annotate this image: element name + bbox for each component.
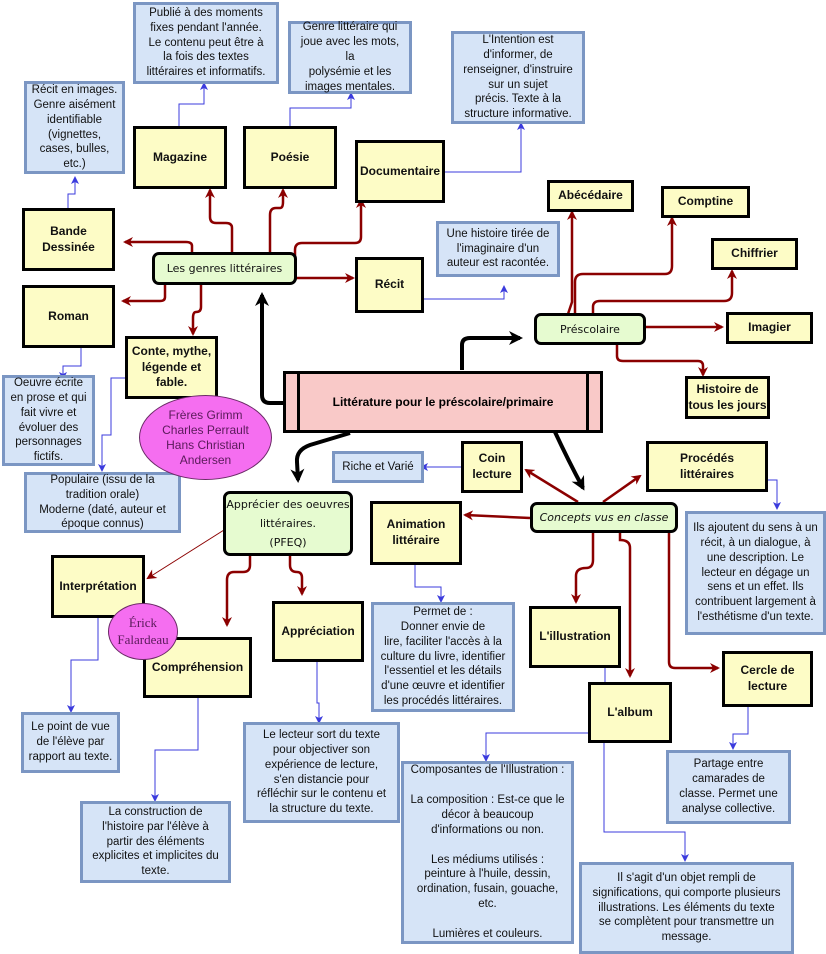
link-cercle-note (729, 706, 749, 750)
concept-chiffrier[interactable]: Chiffrier (711, 238, 798, 270)
arrow-genres-roman (121, 285, 167, 306)
arrow-concepts-cercle (667, 532, 720, 673)
concept-animation[interactable]: Animation littéraire (370, 501, 462, 565)
concept-bande-dessinee[interactable]: Bande Dessinée (22, 208, 115, 271)
link-magazine-note (178, 82, 208, 126)
concept-imagier[interactable]: Imagier (726, 312, 813, 344)
arrow-prescolaire-comptine (573, 216, 677, 314)
note-recit: Une histoire tirée de l'imaginaire d'un … (436, 221, 560, 277)
arrow-main-concepts (553, 431, 585, 491)
hub-apprecier[interactable]: Apprécier des oeuvres littéraires. (PFEQ… (223, 491, 353, 556)
concept-procedes[interactable]: Procédés littéraires (646, 441, 768, 492)
link-appreciation-note (315, 661, 323, 724)
note-documentaire: L'Intention est d'informer, de renseigne… (451, 31, 585, 124)
concept-histoire-jours[interactable]: Histoire de tous les jours (685, 376, 770, 419)
concept-comptine[interactable]: Comptine (661, 186, 750, 218)
arrow-apprecier-comprehension (222, 555, 252, 627)
arrow-main-genres (255, 292, 285, 405)
note-comprehension: La construction de l'histoire par l'élèv… (80, 801, 231, 883)
hub-prescolaire[interactable]: Préscolaire (534, 313, 646, 345)
note-bande-dessinee: Récit en images. Genre aisément identifi… (24, 81, 125, 174)
arrow-concepts-coin (524, 468, 579, 504)
note-album: Il s'agit d'un objet rempli de significa… (579, 862, 794, 954)
note-coin-lecture: Riche et Varié (332, 451, 424, 483)
concept-roman[interactable]: Roman (22, 285, 115, 348)
concept-coin-lecture[interactable]: Coin lecture (461, 441, 523, 493)
arrow-apprecier-interpretation (146, 529, 225, 580)
note-cercle: Partage entre camarades de classe. Perme… (666, 750, 791, 824)
arrow-main-prescolaire (460, 331, 523, 370)
note-appreciation: Le lecteur sort du texte pour objectiver… (243, 722, 400, 823)
arrow-main-apprecier (290, 431, 351, 483)
arrow-prescolaire-chiffrier (591, 269, 737, 314)
arrow-genres-bd (123, 237, 194, 252)
arrow-concepts-album (618, 532, 635, 678)
link-interpretation-note (67, 618, 99, 713)
link-documentaire-note (445, 122, 525, 173)
link-animation-note (414, 565, 445, 603)
arrow-prescolaire-abecedaire (566, 210, 577, 315)
link-recit-note (424, 285, 508, 300)
link-roman-note (59, 348, 82, 380)
authors-falardeau-ellipse: Érick Falardeau (108, 603, 178, 660)
arrow-apprecier-appreciation (288, 555, 307, 596)
concept-conte[interactable]: Conte, mythe, légende et fable. (125, 336, 218, 399)
arrow-genres-documentaire (293, 198, 366, 262)
link-poesie-note (289, 92, 355, 126)
arrow-concepts-procedes (602, 474, 642, 504)
note-poesie: Genre littéraire qui joue avec les mots,… (288, 21, 412, 94)
concept-cercle[interactable]: Cercle de lecture (722, 651, 813, 707)
concept-album[interactable]: L'album (588, 682, 672, 743)
note-procedes: Ils ajoutent du sens à un récit, à un di… (685, 511, 826, 635)
main-topic-left-bar (286, 374, 300, 430)
concept-appreciation[interactable]: Appréciation (272, 601, 364, 662)
note-magazine: Publié à des moments fixes pendant l'ann… (133, 2, 279, 84)
arrow-genres-conte (188, 285, 203, 336)
concept-documentaire[interactable]: Documentaire (355, 140, 445, 203)
concept-poesie[interactable]: Poésie (243, 126, 337, 189)
note-conte: Populaire (issu de la tradition orale) M… (24, 472, 181, 533)
arrow-concepts-illustration (571, 532, 595, 604)
link-album-note (603, 743, 689, 862)
link-conte-note (98, 377, 125, 472)
concept-illustration[interactable]: L'illustration (529, 606, 621, 668)
note-animation: Permet de : Donner envie de lire, facili… (371, 602, 515, 712)
concept-magazine[interactable]: Magazine (133, 126, 227, 189)
concept-recit[interactable]: Récit (355, 257, 424, 313)
link-comprehension-note (151, 697, 199, 802)
note-illustration: Composantes de l'Illustration : La compo… (401, 761, 574, 944)
hub-genres[interactable]: Les genres littéraires (152, 252, 297, 285)
note-interpretation: Le point de vue de l'élève par rapport a… (21, 712, 120, 773)
link-bd-note (67, 176, 79, 208)
arrow-genres-poesie (268, 188, 288, 252)
hub-concepts[interactable]: Concepts vus en classe (530, 502, 678, 533)
main-topic-right-bar (586, 374, 600, 430)
arrow-genres-magazine (205, 188, 234, 252)
main-topic-label: Littérature pour le préscolaire/primaire (332, 395, 554, 409)
main-topic[interactable]: Littérature pour le préscolaire/primaire (283, 371, 603, 433)
arrow-concepts-animation (463, 510, 531, 521)
note-roman: Oeuvre écrite en prose et qui fait vivre… (2, 375, 95, 466)
authors-conte-ellipse: Frères Grimm Charles Perrault Hans Chris… (139, 395, 272, 480)
link-procedes-note (768, 479, 781, 510)
arrow-prescolaire-histoire (615, 345, 708, 377)
concept-abecedaire[interactable]: Abécédaire (547, 180, 634, 212)
